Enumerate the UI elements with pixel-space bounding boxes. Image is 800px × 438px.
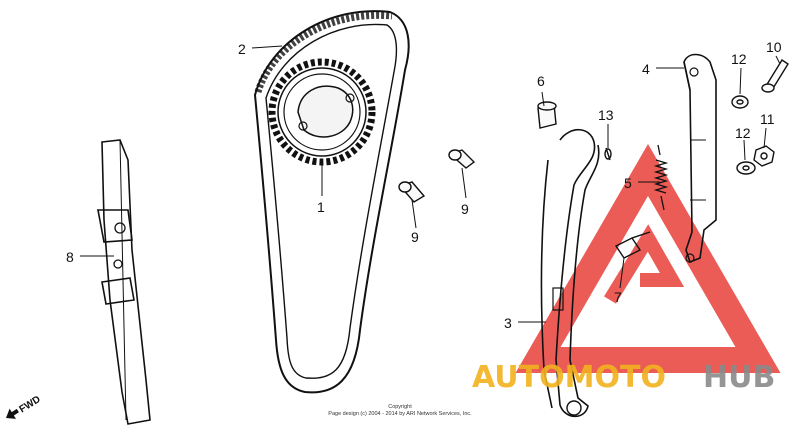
callout-4: 4 (642, 61, 650, 77)
spring-clip-drawing (614, 231, 651, 259)
leader-lines (80, 45, 781, 323)
tensioner-slipper-drawing (540, 128, 600, 418)
arm-bolt-drawing (761, 59, 789, 93)
callout-12-upper: 12 (731, 51, 747, 67)
guide-bolt-lower-drawing (398, 181, 426, 203)
callout-6: 6 (537, 73, 545, 89)
tensioner-arm-drawing (683, 53, 717, 264)
washer-upper-drawing (731, 95, 749, 109)
tensioner-spring-drawing (653, 144, 669, 211)
fwd-label: FWD (17, 394, 42, 415)
watermark-brand-right: HUB (703, 360, 775, 395)
nut-drawing (753, 145, 775, 167)
cam-chain-guide-drawing (97, 139, 151, 425)
callout-13: 13 (598, 107, 614, 123)
cam-sprocket-drawing (268, 58, 376, 166)
callout-2: 2 (238, 41, 246, 57)
callout-11: 11 (760, 111, 775, 127)
copyright-title: Copyright (388, 404, 412, 410)
forward-direction-indicator: FWD (6, 394, 43, 419)
callout-10: 10 (766, 39, 782, 55)
arrow-icon (6, 408, 19, 419)
watermark-brand: AUTOMOTO HUB (472, 360, 775, 395)
callout-3: 3 (504, 315, 512, 331)
callout-5: 5 (624, 175, 632, 191)
copyright-notice: Page design (c) 2004 - 2014 by ARI Netwo… (328, 411, 472, 417)
callout-1: 1 (317, 199, 325, 215)
callout-7: 7 (614, 289, 622, 305)
callout-12-lower: 12 (735, 125, 751, 141)
watermark-brand-left: AUTOMOTO (472, 360, 666, 395)
washer-lower-drawing (736, 161, 756, 175)
callout-8: 8 (66, 249, 74, 265)
watermark-logo-icon (515, 144, 781, 373)
guide-bolt-upper-drawing (448, 149, 476, 169)
callout-9-upper: 9 (461, 201, 469, 217)
callout-9-lower: 9 (411, 229, 419, 245)
cam-chain-drawing (253, 10, 410, 394)
pin-drawing (604, 147, 612, 161)
pivot-bolt-drawing (537, 101, 557, 129)
